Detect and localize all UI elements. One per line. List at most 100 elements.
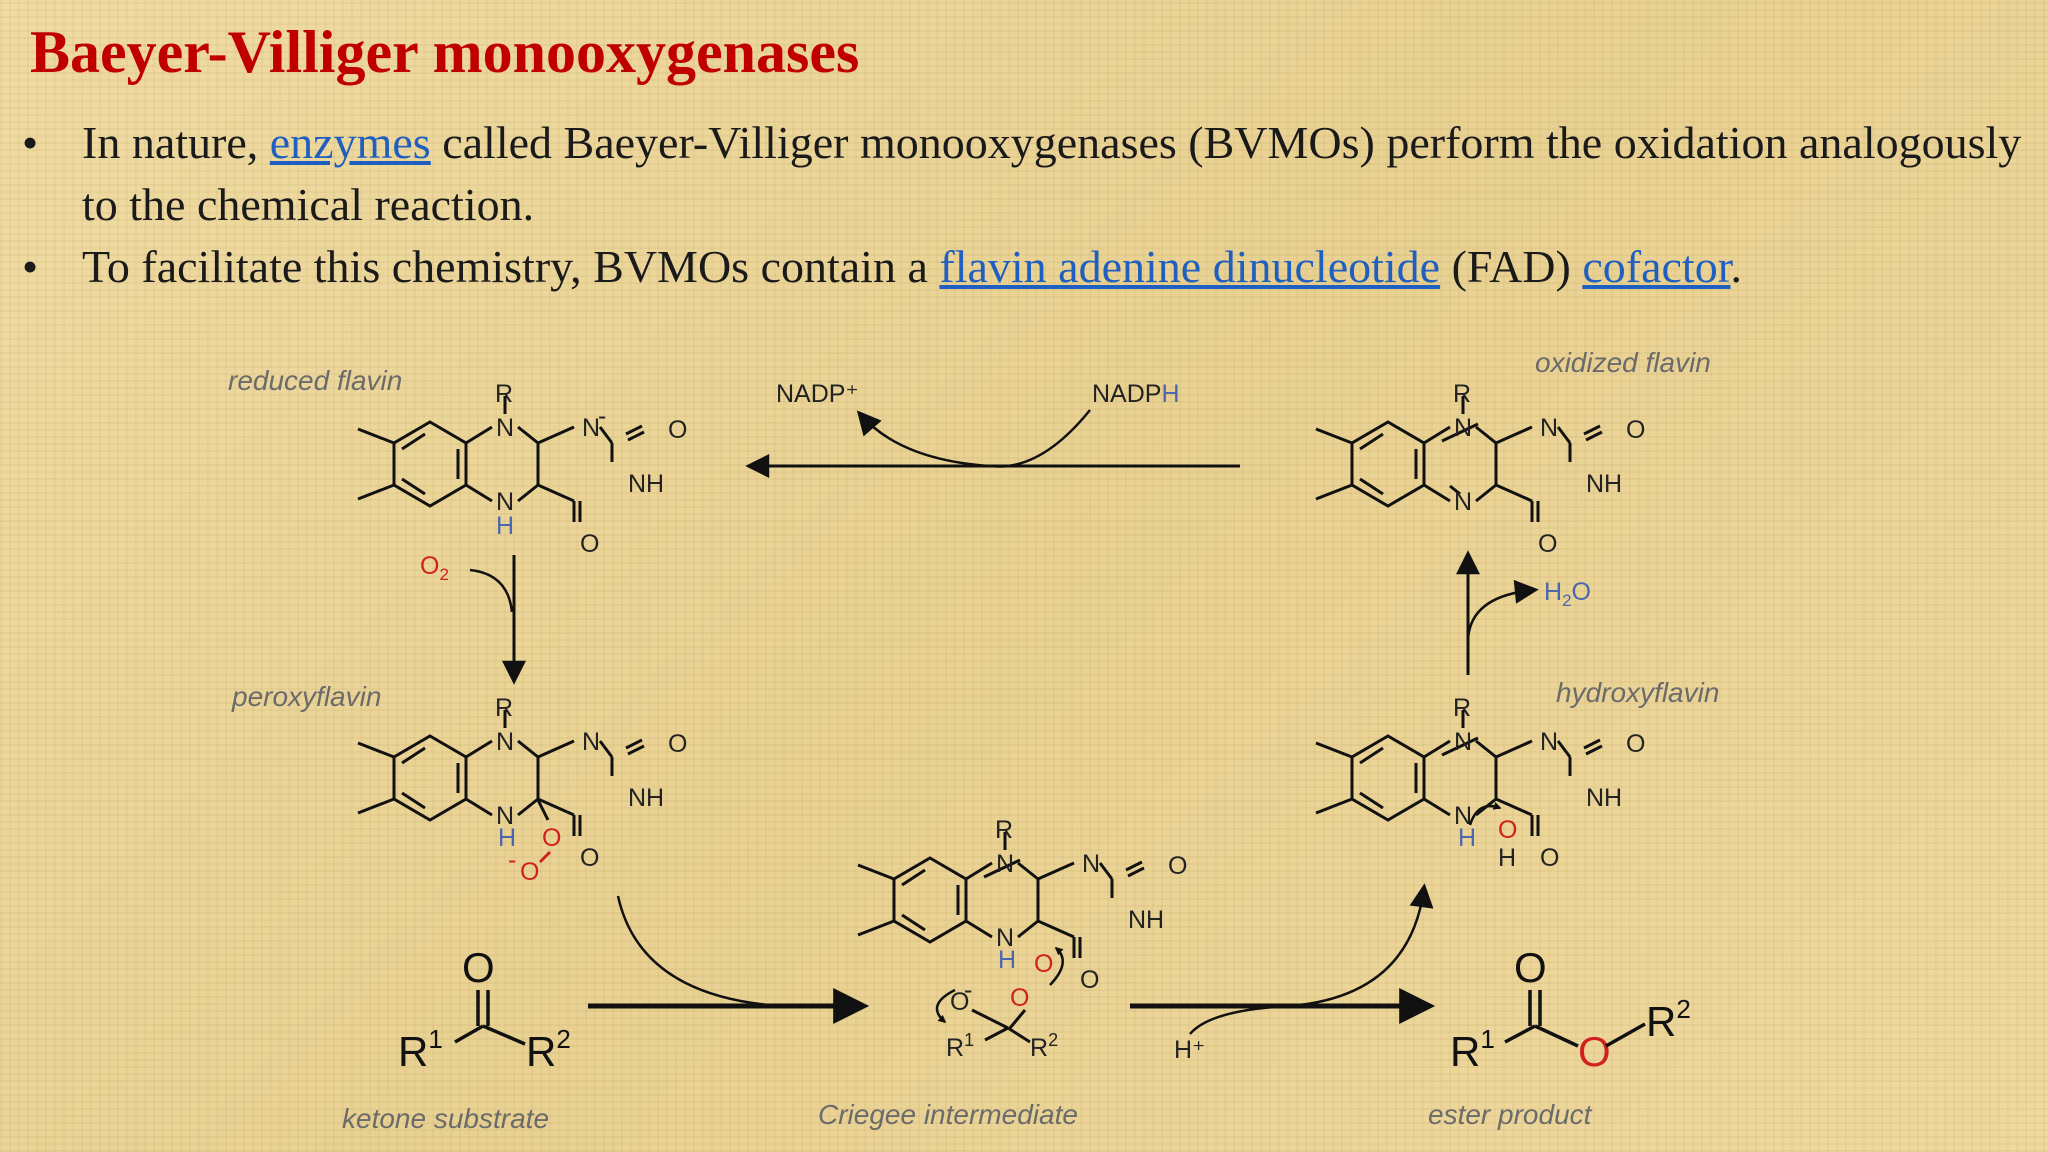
atom-r2: R2 bbox=[1646, 994, 1691, 1045]
bullet-text: called Baeyer-Villiger monooxygenases (B… bbox=[82, 117, 2022, 230]
double-bond bbox=[1449, 484, 1461, 496]
atom-nh: NH bbox=[628, 784, 664, 812]
atom-n: N bbox=[496, 728, 514, 756]
ester-release-step: H⁺ bbox=[1130, 883, 1436, 1064]
atom-n: N bbox=[1454, 728, 1472, 756]
atom-n: N bbox=[496, 802, 514, 830]
hydroxyflavin-structure: R N N N H NH O O O H hydroxyflavin bbox=[1314, 677, 1719, 872]
bond bbox=[1008, 1009, 1027, 1029]
curved-arrow bbox=[1466, 579, 1539, 641]
double-bond bbox=[1441, 422, 1479, 443]
atom-n: N bbox=[496, 414, 514, 442]
bullet-text: (FAD) bbox=[1440, 241, 1583, 292]
atom-n: N bbox=[996, 850, 1014, 878]
electron-push-arrow bbox=[935, 988, 956, 1024]
ketone-substrate-structure: O R1 R2 ketone substrate bbox=[342, 944, 571, 1134]
atom-o: O bbox=[1626, 416, 1645, 444]
ketone-substrate-label: ketone substrate bbox=[342, 1103, 549, 1134]
bond bbox=[1605, 1022, 1646, 1048]
atom-h: H bbox=[998, 946, 1016, 974]
criegee-flavin-structure: R N N N H NH O O O O O - R1 R2 Criegee i… bbox=[818, 816, 1187, 1130]
o2-label: O2 bbox=[420, 552, 449, 584]
double-bond bbox=[1441, 736, 1479, 757]
atom-o: O bbox=[580, 844, 599, 872]
bond bbox=[538, 850, 552, 864]
peroxyflavin-label: peroxyflavin bbox=[231, 681, 381, 712]
atom-n: N bbox=[1540, 728, 1558, 756]
atom-nh: NH bbox=[1586, 784, 1622, 812]
bullet-text: . bbox=[1730, 241, 1742, 292]
criegee-formation-step bbox=[588, 895, 870, 1024]
slide-title: Baeyer-Villiger monooxygenases bbox=[30, 19, 860, 85]
atom-r1: R1 bbox=[946, 1030, 974, 1062]
criegee-intermediate-label: Criegee intermediate bbox=[818, 1099, 1078, 1130]
atom-o: O bbox=[1626, 730, 1645, 758]
bullet-text: To facilitate this chemistry, BVMOs cont… bbox=[82, 241, 940, 292]
bullet-text: In nature, bbox=[82, 117, 270, 168]
atom-o: O bbox=[1168, 852, 1187, 880]
atom-r1: R1 bbox=[398, 1024, 443, 1075]
atom-o: O bbox=[1080, 966, 1099, 994]
atom-o: O bbox=[1540, 844, 1559, 872]
bullet-item-2: • To facilitate this chemistry, BVMOs co… bbox=[22, 236, 2022, 298]
atom-r: R bbox=[995, 816, 1013, 844]
oxidized-flavin-label: oxidized flavin bbox=[1535, 347, 1711, 378]
hydroxyflavin-label: hydroxyflavin bbox=[1556, 677, 1719, 708]
bond bbox=[1504, 1024, 1536, 1044]
curved-arrow bbox=[616, 895, 781, 1008]
atom-n: N bbox=[1082, 850, 1100, 878]
bullet-list: • In nature, enzymes called Baeyer-Villi… bbox=[22, 112, 2022, 298]
oxygen-addition-step: O2 bbox=[420, 552, 526, 685]
atom-o: O bbox=[1514, 944, 1547, 991]
atom-o-hydroxy: O bbox=[1498, 816, 1517, 844]
atom-n: N bbox=[1454, 488, 1472, 516]
atom-o-minus: O bbox=[950, 988, 969, 1016]
bond bbox=[971, 1008, 1009, 1030]
atom-r: R bbox=[495, 380, 513, 408]
atom-nh: NH bbox=[1128, 906, 1164, 934]
atom-o: O bbox=[668, 730, 687, 758]
double-bond bbox=[983, 858, 1021, 879]
link-flavin-adenine-dinucleotide[interactable]: flavin adenine dinucleotide bbox=[939, 241, 1441, 292]
peroxyflavin-structure: R N N N H NH O O O O - peroxyflavin bbox=[231, 681, 687, 886]
h-plus-label: H⁺ bbox=[1174, 1036, 1205, 1064]
bond bbox=[984, 1026, 1009, 1042]
atom-o: O bbox=[668, 416, 687, 444]
link-cofactor[interactable]: cofactor bbox=[1582, 241, 1731, 292]
link-enzymes[interactable]: enzymes bbox=[269, 117, 431, 168]
atom-n: N bbox=[1540, 414, 1558, 442]
atom-o-peroxy: O bbox=[520, 858, 539, 886]
curved-arrow bbox=[856, 409, 1091, 468]
atom-r1: R1 bbox=[1450, 1024, 1495, 1075]
bullet-dot: • bbox=[22, 117, 39, 168]
atom-r2: R2 bbox=[1030, 1030, 1058, 1062]
ester-product-label: ester product bbox=[1428, 1099, 1593, 1130]
reduced-flavin-structure: R N N - N H NH O O reduced flavin bbox=[228, 365, 687, 558]
bond bbox=[454, 1024, 484, 1044]
atom-r: R bbox=[495, 694, 513, 722]
atom-h: H bbox=[1458, 824, 1476, 852]
atom-n: N bbox=[582, 414, 600, 442]
atom-o-peroxy: O bbox=[1010, 984, 1029, 1012]
ester-product-structure: O O R1 R2 ester product bbox=[1428, 944, 1691, 1130]
bullet-item-1: • In nature, enzymes called Baeyer-Villi… bbox=[22, 112, 2022, 236]
water-elimination-step: H2O bbox=[1456, 550, 1591, 675]
bond bbox=[1534, 1024, 1579, 1048]
atom-r2: R2 bbox=[526, 1024, 571, 1075]
electron-push-arrow bbox=[1049, 946, 1064, 986]
bullet-dot: • bbox=[22, 241, 39, 292]
bond bbox=[1007, 1026, 1031, 1044]
atom-charge: - bbox=[508, 846, 516, 874]
nadph-reduction-step: NADP⁺ NADPH bbox=[745, 380, 1240, 478]
nadph-label: NADPH bbox=[1092, 380, 1180, 408]
atom-h: H bbox=[498, 824, 516, 852]
oxidized-flavin-structure: R N N N NH O O oxidized flavin bbox=[1314, 347, 1711, 558]
atom-o-peroxy: O bbox=[1034, 950, 1053, 978]
atom-charge: - bbox=[964, 976, 972, 1004]
atom-o: O bbox=[1538, 530, 1557, 558]
atom-o: O bbox=[580, 530, 599, 558]
atom-h: H bbox=[496, 512, 514, 540]
atom-n: N bbox=[496, 488, 514, 516]
atom-nh: NH bbox=[1586, 470, 1622, 498]
